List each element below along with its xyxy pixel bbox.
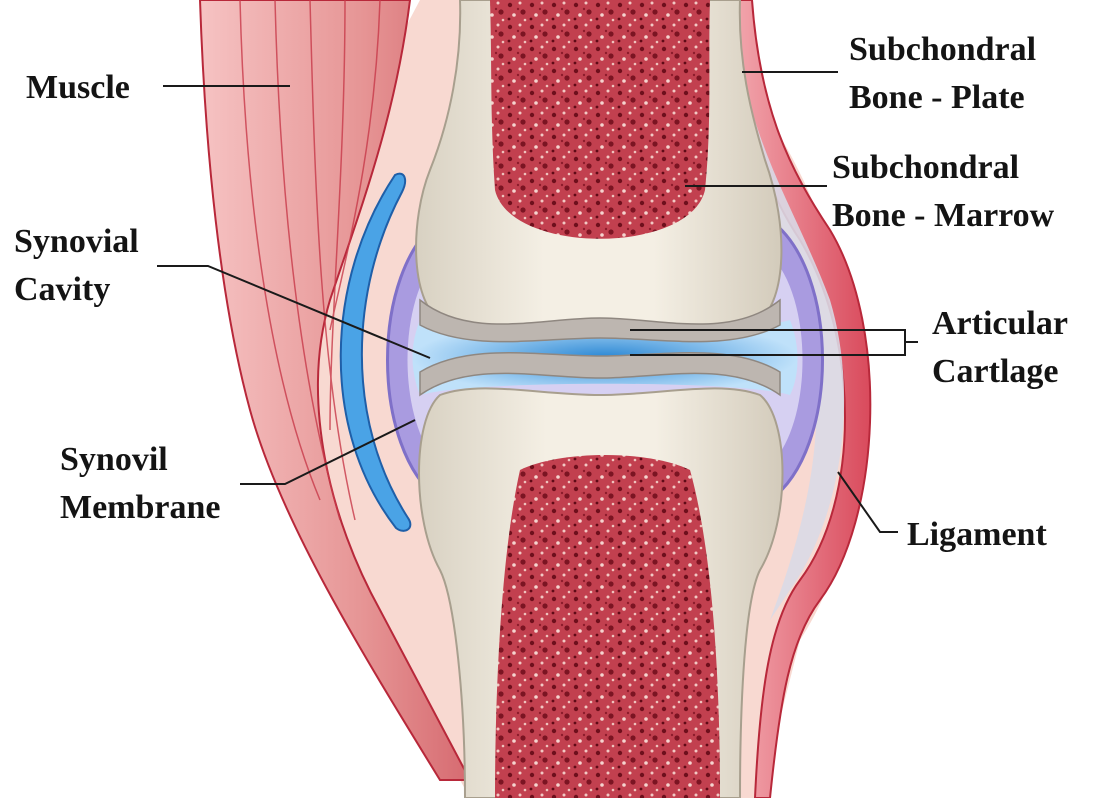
label-muscle: Muscle: [26, 69, 130, 106]
label-synovial-cavity-line2: Cavity: [14, 271, 110, 308]
label-synovial-cavity: Synovial Cavity: [14, 223, 147, 308]
label-articular-cartilage-line2: Cartlage: [932, 353, 1059, 390]
label-subchondral-plate-line1: Subchondral: [849, 31, 1036, 68]
label-subchondral-marrow-line1: Subchondral: [832, 149, 1019, 186]
label-ligament: Ligament: [907, 516, 1047, 553]
label-synovial-membrane: Synovil Membrane: [60, 441, 221, 526]
label-synovial-cavity-line1: Synovial: [14, 223, 139, 260]
label-synovial-membrane-line2: Membrane: [60, 489, 221, 526]
label-synovial-membrane-line1: Synovil: [60, 441, 168, 478]
label-subchondral-plate-line2: Bone - Plate: [849, 79, 1025, 116]
label-articular-cartilage: Articular Cartlage: [932, 305, 1076, 390]
label-subchondral-plate: Subchondral Bone - Plate: [849, 31, 1045, 116]
upper-marrow: [490, 0, 710, 239]
lower-marrow: [495, 455, 720, 798]
label-subchondral-marrow: Subchondral Bone - Marrow: [832, 149, 1055, 234]
label-subchondral-marrow-line2: Bone - Marrow: [832, 197, 1055, 234]
label-articular-cartilage-line1: Articular: [932, 305, 1068, 342]
